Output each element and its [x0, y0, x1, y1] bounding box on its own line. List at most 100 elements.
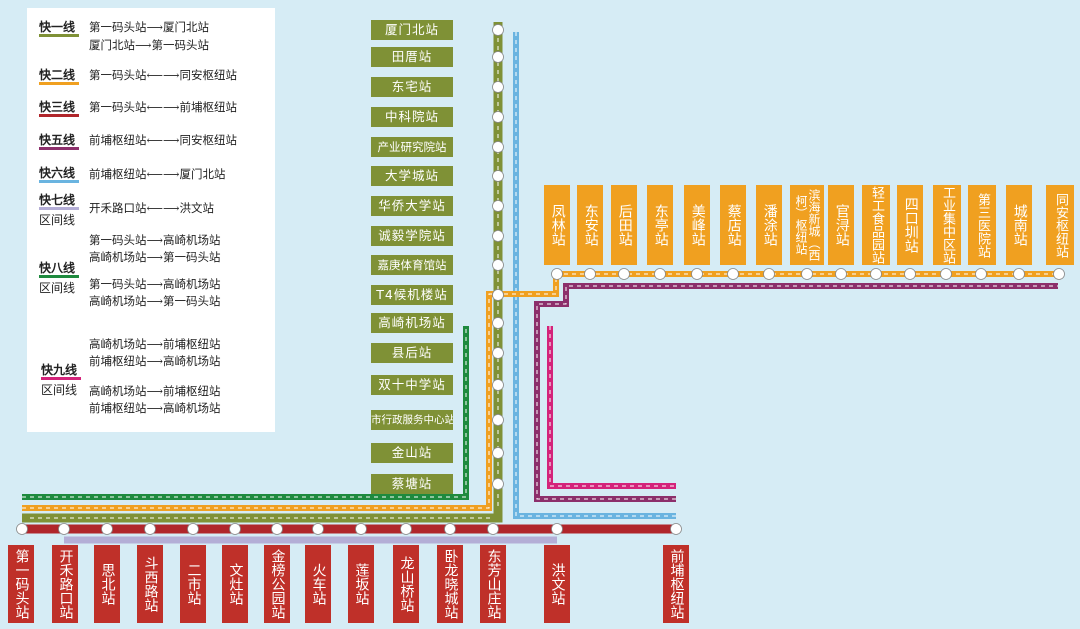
- station-dot: [801, 268, 813, 280]
- station-dot: [400, 523, 412, 535]
- station-dot: [584, 268, 596, 280]
- legend-route: 第一码头站⟶高崎机场站: [89, 233, 221, 247]
- legend-subname-kuai9: 区间线: [41, 383, 78, 397]
- legend-name-kuai8: 快八线: [39, 261, 76, 275]
- legend-route: 第一码头站⟶高崎机场站: [89, 277, 221, 291]
- station-label: 大学城站: [371, 166, 453, 186]
- station-dot: [187, 523, 199, 535]
- station-label: 同安枢纽站: [1046, 185, 1074, 265]
- station-dot: [492, 317, 504, 329]
- station-label: 中科院站: [371, 107, 453, 127]
- legend-swatch-kuai2: [39, 82, 79, 85]
- legend-route: 第一码头站⟵⟶同安枢纽站: [89, 68, 237, 82]
- station-label: 诚毅学院站: [371, 226, 453, 246]
- station-dot: [492, 141, 504, 153]
- legend-route: 前埔枢纽站⟵⟶厦门北站: [89, 167, 226, 181]
- station-label: 东亭站: [647, 185, 673, 265]
- station-label: 二市站: [180, 545, 206, 623]
- station-label: 金榜公园站: [264, 545, 290, 623]
- station-label: 思北站: [94, 545, 120, 623]
- station-label: 龙山桥站: [393, 545, 419, 623]
- red-station-dots: [16, 523, 682, 535]
- station-label: 卧龙晓城站: [437, 545, 463, 623]
- station-label: 第一码头站: [8, 545, 34, 623]
- legend-subname-kuai7: 区间线: [39, 213, 76, 227]
- legend-swatch-kuai5: [39, 147, 79, 150]
- station-dot: [487, 523, 499, 535]
- legend-name-kuai3: 快三线: [39, 100, 76, 114]
- station-label: 斗西路站: [137, 545, 163, 623]
- station-dot: [16, 523, 28, 535]
- station-dot: [870, 268, 882, 280]
- legend-name-kuai5: 快五线: [39, 133, 76, 147]
- station-label: 美峰站: [684, 185, 710, 265]
- legend-swatch-kuai8: [39, 275, 79, 278]
- orange-station-dots: [551, 268, 1065, 280]
- legend-swatch-kuai1: [39, 34, 79, 37]
- station-dot: [492, 289, 504, 301]
- station-dot: [551, 268, 563, 280]
- station-label: 产业研究院站: [371, 137, 453, 157]
- station-label: 后田站: [611, 185, 637, 265]
- legend-swatch-kuai6: [39, 180, 79, 183]
- legend-route: 高崎机场站⟶前埔枢纽站: [89, 337, 221, 351]
- route-kuai5: [534, 283, 1058, 502]
- station-dot: [691, 268, 703, 280]
- vertical-station-dots: [492, 24, 504, 490]
- station-label: 凤林站: [544, 185, 570, 265]
- station-label: 华侨大学站: [371, 196, 453, 216]
- station-label: 开禾路口站: [52, 545, 78, 623]
- legend-name-kuai9: 快九线: [41, 363, 78, 377]
- station-label: 洪文站: [544, 545, 570, 623]
- station-dot: [835, 268, 847, 280]
- station-label: 城南站: [1006, 185, 1032, 265]
- station-label: 官浔站: [828, 185, 854, 265]
- legend-subname-kuai8: 区间线: [39, 281, 76, 295]
- station-dot: [492, 170, 504, 182]
- station-dot: [904, 268, 916, 280]
- legend-route: 开禾路口站⟵⟶洪文站: [89, 201, 214, 215]
- station-dot: [229, 523, 241, 535]
- station-label: 工业集中区站: [933, 185, 961, 265]
- station-label: 高崎机场站: [371, 313, 453, 333]
- legend-route: 高崎机场站⟶第一码头站: [89, 250, 221, 264]
- station-dot: [492, 259, 504, 271]
- legend-name-kuai1: 快一线: [39, 20, 76, 34]
- legend-name-kuai7: 快七线: [39, 193, 76, 207]
- route-kuai9: [547, 326, 676, 489]
- legend-route: 前埔枢纽站⟶高崎机场站: [89, 354, 221, 368]
- station-dot: [1013, 268, 1025, 280]
- station-dot: [492, 447, 504, 459]
- station-label: 滨海新城（西柯）枢纽站: [790, 185, 824, 265]
- legend-route: 第一码头站⟵⟶前埔枢纽站: [89, 100, 237, 114]
- station-dot: [492, 24, 504, 36]
- legend-route: 前埔枢纽站⟶高崎机场站: [89, 401, 221, 415]
- station-label: T4候机楼站: [371, 285, 453, 305]
- station-label: 县后站: [371, 343, 453, 363]
- station-dot: [1053, 268, 1065, 280]
- station-dot: [355, 523, 367, 535]
- station-label: 蔡塘站: [371, 474, 453, 494]
- station-label: 第三医院站: [968, 185, 996, 265]
- legend-swatch-kuai7: [39, 207, 79, 210]
- station-dot: [444, 523, 456, 535]
- legend-route: 前埔枢纽站⟵⟶同安枢纽站: [89, 133, 237, 147]
- station-label: 潘涂站: [756, 185, 782, 265]
- legend-name-kuai6: 快六线: [39, 166, 76, 180]
- legend-swatch-kuai9: [41, 377, 81, 380]
- station-label: 东芳山庄站: [480, 545, 506, 623]
- legend-swatch-kuai3: [39, 114, 79, 117]
- station-dot: [975, 268, 987, 280]
- station-dot: [492, 414, 504, 426]
- station-label: 莲坂站: [348, 545, 374, 623]
- legend-route: 第一码头站⟶厦门北站: [89, 20, 209, 34]
- station-label: 嘉庚体育馆站: [371, 255, 453, 275]
- station-label: 东宅站: [371, 77, 453, 97]
- station-dot: [551, 523, 563, 535]
- station-dot: [727, 268, 739, 280]
- station-label: 双十中学站: [371, 375, 453, 395]
- station-label: 市行政服务中心站: [371, 410, 453, 430]
- station-dot: [763, 268, 775, 280]
- station-label: 田厝站: [371, 47, 453, 67]
